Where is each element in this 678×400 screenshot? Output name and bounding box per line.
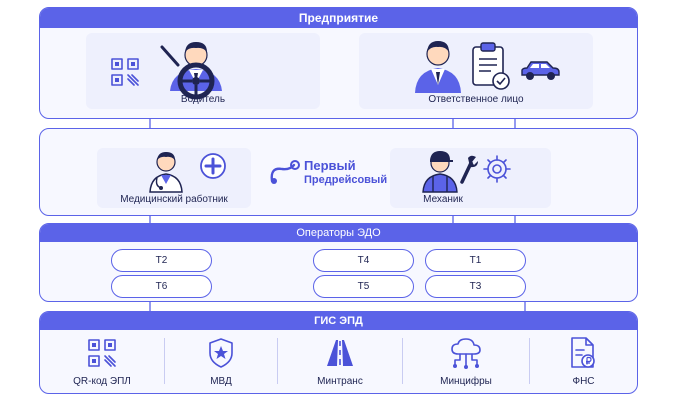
medic-card: Медицинский работник [97, 148, 251, 208]
gis-row: QR-код ЭПЛ МВД Минтранс Минцифры [40, 330, 637, 392]
mechanic-label: Механик [423, 194, 463, 205]
brand-logo: Первый Предрейсовый [268, 156, 398, 192]
qr-icon [88, 339, 116, 367]
gis-item-mincifry: Минцифры [403, 330, 529, 392]
responsible-card: Ответственное лицо [359, 33, 593, 109]
gis-item-mvd-label: МВД [210, 376, 232, 387]
driver-card: Водитель [86, 33, 320, 109]
tax-document-icon [571, 337, 595, 368]
qr-icon [111, 58, 139, 86]
gis-item-mvd: МВД [165, 330, 277, 392]
car-icon [521, 61, 560, 80]
operator-pill-t4: Т4 [313, 249, 414, 272]
mechanic-icon [422, 151, 458, 193]
manager-icon [415, 41, 461, 93]
stethoscope-logo-icon [270, 160, 300, 184]
checklist-icon [472, 42, 510, 90]
gis-item-mintrans-label: Минтранс [317, 376, 363, 387]
operator-pill-t1: Т1 [425, 249, 526, 272]
gis-item-qr: QR-код ЭПЛ [40, 330, 164, 392]
gis-divider [529, 338, 530, 384]
operator-pill-t3: Т3 [425, 275, 526, 298]
gis-section: ГИС ЭПД [39, 311, 638, 394]
mechanic-card: Механик [390, 148, 551, 208]
cloud-network-icon [451, 338, 481, 369]
medic-label: Медицинский работник [120, 194, 228, 205]
gis-item-mincifry-label: Минцифры [440, 376, 492, 387]
operator-pill-t6: Т6 [111, 275, 212, 298]
operators-title: Операторы ЭДО [40, 224, 637, 242]
gis-divider [277, 338, 278, 384]
police-badge-icon [209, 338, 233, 368]
gis-item-qr-label: QR-код ЭПЛ [73, 376, 131, 387]
gis-item-fns: ФНС [530, 330, 637, 392]
gis-divider [164, 338, 165, 384]
wrench-icon [460, 155, 478, 184]
brand-line2: Предрейсовый [304, 174, 388, 186]
gis-item-fns-label: ФНС [572, 376, 595, 387]
brand-line1: Первый [304, 158, 356, 173]
gis-title: ГИС ЭПД [40, 312, 637, 330]
operator-pill-t5: Т5 [313, 275, 414, 298]
medical-cross-icon [200, 153, 226, 179]
driver-icon [160, 42, 222, 100]
enterprise-title: Предприятие [40, 8, 637, 28]
responsible-label: Ответственное лицо [428, 94, 524, 105]
road-icon [327, 340, 353, 366]
driver-label: Водитель [180, 94, 226, 105]
gis-item-mintrans: Минтранс [278, 330, 402, 392]
gis-divider [402, 338, 403, 384]
gear-icon [483, 155, 511, 183]
medic-icon [149, 152, 183, 193]
operator-pill-t2: Т2 [111, 249, 212, 272]
